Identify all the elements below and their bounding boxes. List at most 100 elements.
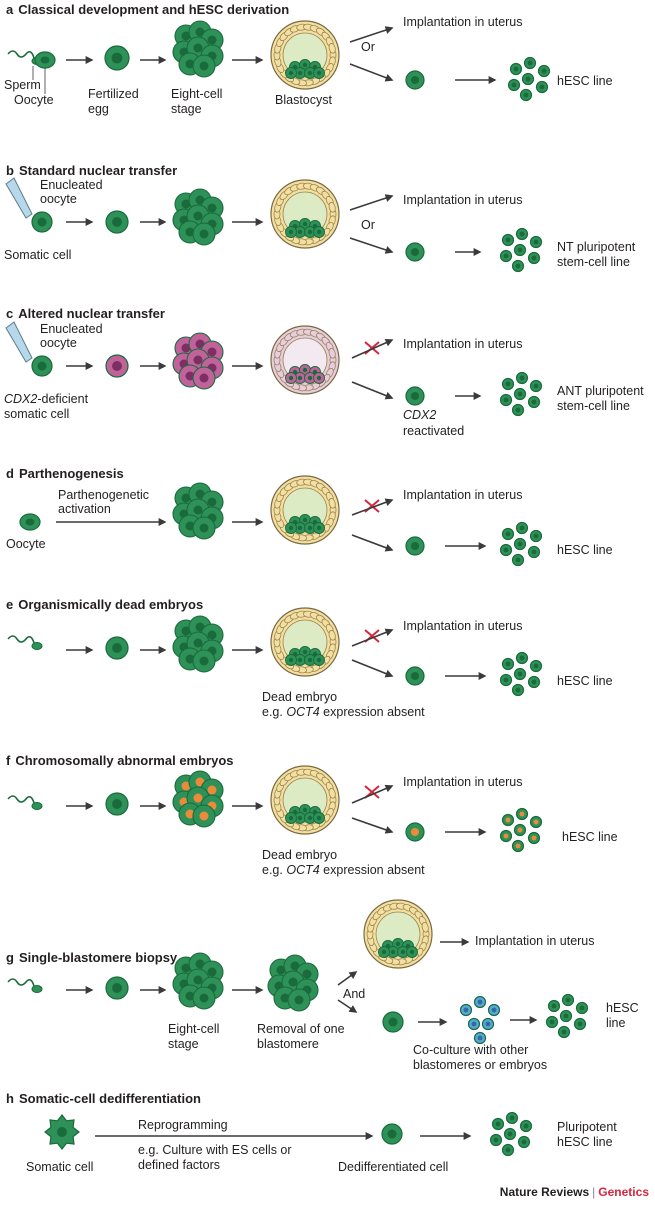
stem-cell bbox=[529, 529, 543, 543]
cell-nucleus bbox=[549, 1019, 555, 1025]
label-somatic-cell: Somatic cell bbox=[4, 248, 72, 262]
cell-nucleus bbox=[519, 525, 525, 531]
stem-cell bbox=[535, 80, 549, 94]
blastocyst bbox=[270, 475, 340, 545]
icm-cell-nucleus bbox=[307, 525, 313, 531]
cell-nucleus bbox=[519, 231, 525, 237]
cell-nucleus bbox=[515, 843, 521, 849]
cell-nucleus bbox=[410, 391, 420, 401]
enucleated-oocyte bbox=[31, 211, 53, 233]
blastocyst bbox=[270, 765, 340, 835]
trophoblast-cell bbox=[328, 42, 336, 54]
label-parthenogenetic-activation: Parthenogenetic activation bbox=[58, 488, 150, 516]
cell-nucleus bbox=[509, 1115, 515, 1121]
label-implantation: Implantation in uterus bbox=[403, 15, 523, 29]
icm-cell bbox=[285, 372, 297, 384]
arrow bbox=[351, 534, 394, 552]
stem-cell bbox=[511, 839, 525, 853]
icm-cell-nucleus bbox=[390, 949, 396, 955]
blastomere-nucleus bbox=[181, 199, 191, 209]
icm-cell-nucleus bbox=[288, 375, 294, 381]
cell-nucleus bbox=[515, 557, 521, 563]
stem-cell bbox=[509, 62, 523, 76]
stem-cell bbox=[517, 1135, 531, 1149]
cell-nucleus bbox=[539, 84, 545, 90]
blocked-implantation bbox=[364, 341, 380, 355]
blastomere-nucleus bbox=[193, 505, 203, 515]
blastomere-nucleus bbox=[207, 347, 217, 357]
icm-cell-nucleus bbox=[307, 375, 313, 381]
cell-nucleus bbox=[505, 1147, 511, 1153]
icm-cell-nucleus bbox=[288, 70, 294, 76]
panel-e-heading: Organismically dead embryos bbox=[18, 597, 204, 612]
pipette-body bbox=[5, 321, 33, 363]
icm-cell-nucleus bbox=[288, 229, 294, 235]
label-enucleated-oocyte: Enucleated oocyte bbox=[40, 322, 103, 350]
stem-cell bbox=[503, 1127, 517, 1141]
icm-cell-nucleus bbox=[395, 941, 401, 947]
cell-nucleus bbox=[523, 92, 529, 98]
icm-cell-nucleus bbox=[297, 229, 303, 235]
cell-nucleus bbox=[112, 799, 122, 809]
sperm-head bbox=[31, 985, 43, 993]
icm-cell bbox=[285, 226, 297, 238]
stem-cell bbox=[489, 1133, 503, 1147]
stem-cell bbox=[513, 667, 527, 681]
co-culture-blastomere bbox=[487, 1003, 501, 1017]
arrow bbox=[351, 784, 394, 804]
stem-cell bbox=[511, 553, 525, 567]
stem-cell bbox=[501, 377, 515, 391]
cell-nucleus bbox=[551, 1003, 557, 1009]
cell-nucleus bbox=[533, 663, 539, 669]
stem-cell bbox=[521, 72, 535, 86]
sperm-tail bbox=[7, 635, 35, 644]
blastomere bbox=[192, 986, 216, 1010]
cell-nucleus bbox=[493, 1137, 499, 1143]
icm-cell bbox=[313, 522, 325, 534]
cell-nucleus bbox=[477, 999, 483, 1005]
stem-cell bbox=[515, 227, 529, 241]
co-culture-blastomere bbox=[473, 995, 487, 1009]
panel-g-heading: Single-blastomere biopsy bbox=[18, 950, 178, 965]
blastomere-nucleus bbox=[181, 31, 191, 41]
journal-section: Genetics bbox=[598, 1185, 649, 1199]
pipette-body bbox=[5, 177, 33, 219]
cell-nucleus bbox=[561, 1029, 567, 1035]
cell-nucleus bbox=[519, 655, 525, 661]
cell-nucleus bbox=[495, 1121, 501, 1127]
arrow bbox=[351, 659, 394, 678]
reconstructed-egg bbox=[105, 210, 129, 234]
icm-cell-nucleus bbox=[297, 815, 303, 821]
stem-cell bbox=[511, 403, 525, 417]
sperm-tail bbox=[7, 50, 35, 59]
cell-nucleus bbox=[410, 247, 420, 257]
cell-nucleus bbox=[112, 983, 122, 993]
cell-nucleus bbox=[491, 1007, 497, 1013]
panel-b-letter: b bbox=[6, 163, 14, 178]
gene-cdx2: CDX2 bbox=[4, 392, 38, 406]
stem-cell bbox=[515, 807, 529, 821]
arrow bbox=[349, 194, 394, 211]
abnormal-eight-cell-stage bbox=[172, 770, 224, 828]
label-somatic-cell: Somatic cell bbox=[26, 1160, 94, 1174]
cell-nucleus bbox=[410, 75, 420, 85]
blastomere-nucleus bbox=[199, 811, 209, 821]
icm-cell-nucleus bbox=[307, 229, 313, 235]
blastomere-nucleus bbox=[199, 656, 209, 666]
cell-nucleus bbox=[112, 361, 122, 371]
stem-cell bbox=[559, 1009, 573, 1023]
stem-cell bbox=[499, 543, 513, 557]
eight-cell-stage bbox=[172, 952, 224, 1010]
icm-cell bbox=[285, 812, 297, 824]
label-somatic-cell: somatic cell bbox=[4, 407, 70, 421]
stem-cell bbox=[523, 56, 537, 70]
icm-cell-nucleus bbox=[316, 525, 322, 531]
blastocyst bbox=[270, 607, 340, 677]
trophoblast-cell bbox=[328, 629, 336, 641]
label-or: Or bbox=[361, 40, 375, 54]
cell-nucleus bbox=[531, 679, 537, 685]
icm-cell-nucleus bbox=[316, 375, 322, 381]
blastomere-nucleus bbox=[193, 793, 203, 803]
